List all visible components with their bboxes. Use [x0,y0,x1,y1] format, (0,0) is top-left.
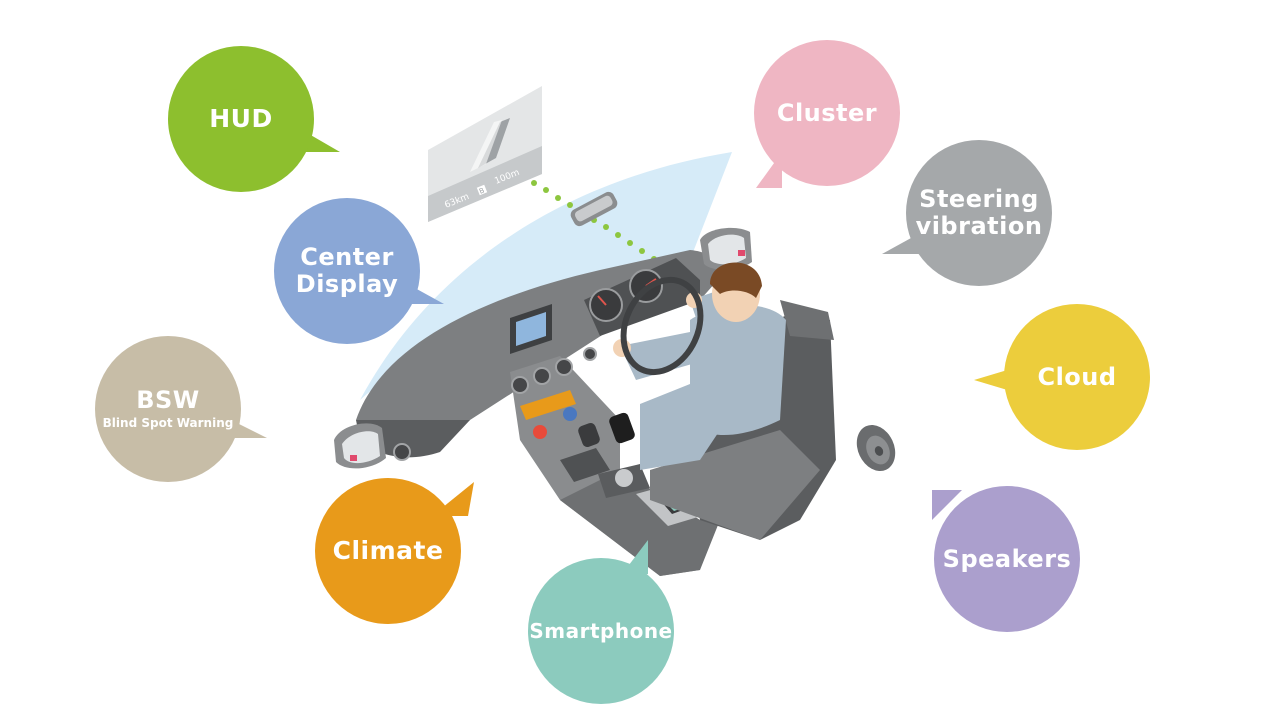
left-side-mirror [334,423,386,469]
rear-view-mirror [570,191,618,227]
windshield [360,152,732,400]
center-screen [510,304,552,354]
right-side-mirror [700,227,752,270]
hud-marker-box [476,184,488,196]
speaker [856,424,896,472]
climate-controls [520,390,610,482]
gear-shifter [598,464,650,498]
air-vents [393,347,597,461]
hud-marker: B [478,186,486,195]
hud-panel: 63km B 100m [428,86,542,222]
steering-wheel [620,276,704,376]
